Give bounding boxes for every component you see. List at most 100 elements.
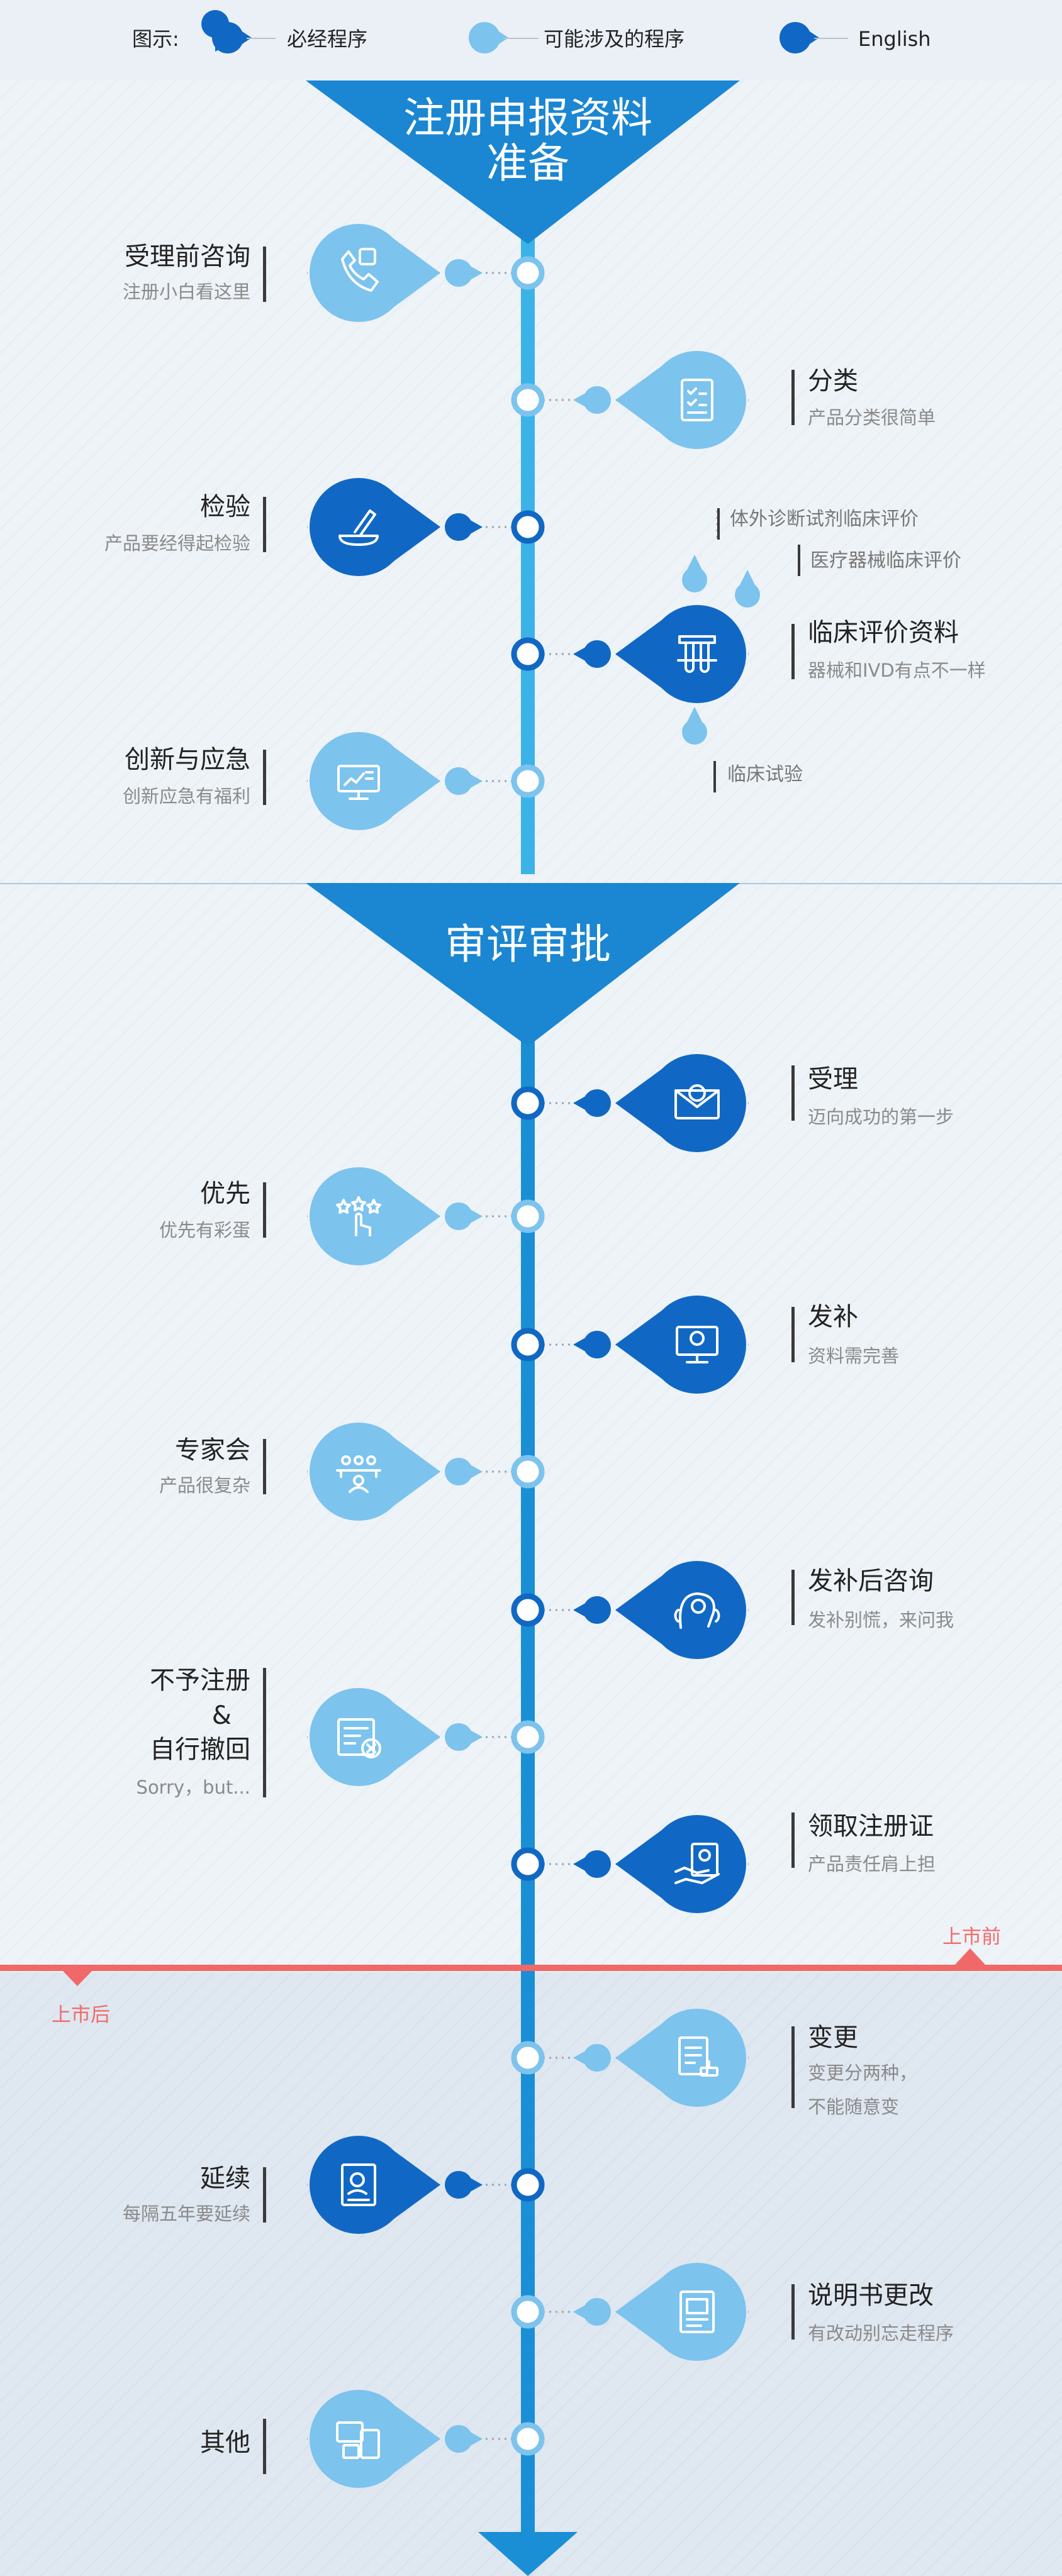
node-classify[interactable] xyxy=(511,351,749,449)
legend-optional-label: 可能涉及的程序 xyxy=(544,27,685,51)
step-classify-badge[interactable] xyxy=(615,351,746,449)
step-expert-badge[interactable] xyxy=(310,1423,440,1521)
connector-drop-icon xyxy=(445,2171,483,2199)
track-end-arrow xyxy=(478,2532,578,2576)
step-renew-subtitle: 每隔五年要延续 xyxy=(122,2203,250,2224)
step-other-title[interactable]: 其他 xyxy=(200,2428,250,2457)
step-other-badge[interactable] xyxy=(310,2390,440,2488)
step-inspect-title[interactable]: 检验 xyxy=(200,492,250,521)
node-other[interactable] xyxy=(307,2390,545,2488)
legend-required-label: 必经程序 xyxy=(287,27,368,51)
step-supplement-title[interactable]: 发补 xyxy=(808,1302,858,1331)
node-expert[interactable] xyxy=(307,1423,545,1521)
track-node-post-consult xyxy=(511,1593,545,1627)
step-change-title[interactable]: 变更 xyxy=(808,2023,858,2052)
step-supplement-bar xyxy=(791,1307,795,1362)
track-node-change xyxy=(511,2041,545,2075)
mail-check-icon xyxy=(674,1084,720,1119)
node-consult[interactable] xyxy=(307,224,545,322)
step-certificate-bar xyxy=(791,1813,795,1868)
step-innovate-badge[interactable] xyxy=(310,732,440,830)
step-change-subtitle-line2: 不能随意变 xyxy=(808,2096,900,2118)
step-manual-bar xyxy=(791,2284,795,2340)
step-change-badge[interactable] xyxy=(615,2009,746,2107)
form-reject-icon xyxy=(337,1718,381,1758)
connector-drop-icon xyxy=(573,1331,611,1358)
track-node-classify xyxy=(511,383,545,417)
step-other-bar xyxy=(263,2419,266,2474)
legend-dark-drop-icon xyxy=(201,10,252,53)
node-manual[interactable] xyxy=(511,2263,749,2361)
node-accept[interactable] xyxy=(511,1054,749,1152)
node-innovate[interactable] xyxy=(307,732,545,830)
step-certificate-badge[interactable] xyxy=(615,1815,746,1913)
sub-step-ivd-clinical[interactable]: 体外诊断试剂临床评价 xyxy=(730,508,919,530)
step-supplement-subtitle: 资料需完善 xyxy=(808,1345,900,1367)
connector-drop-icon xyxy=(445,1458,483,1485)
sub-step-clinical-trial[interactable]: 临床试验 xyxy=(727,763,803,786)
track-node-expert xyxy=(511,1455,545,1489)
step-post-consult-badge[interactable] xyxy=(615,1561,746,1659)
step-priority-title[interactable]: 优先 xyxy=(200,1179,250,1208)
section-title-prep: 注册申报资料 准备 xyxy=(352,96,704,186)
step-clinical-title[interactable]: 临床评价资料 xyxy=(808,618,959,647)
node-reject[interactable] xyxy=(307,1688,545,1786)
legend-line xyxy=(503,38,539,39)
monitor-award-icon xyxy=(676,1326,718,1363)
step-change-subtitle-line1: 变更分两种， xyxy=(808,2062,918,2084)
legend-english-link[interactable]: English xyxy=(858,27,931,51)
step-reject-badge[interactable] xyxy=(310,1688,440,1786)
node-supplement[interactable] xyxy=(511,1296,749,1394)
step-renew-title[interactable]: 延续 xyxy=(200,2164,250,2193)
connector-drop-icon xyxy=(573,1089,611,1117)
track-node-manual xyxy=(511,2295,545,2329)
step-innovate-bar xyxy=(263,750,266,805)
connector-drop-icon xyxy=(445,1202,483,1230)
node-post-consult[interactable] xyxy=(511,1561,749,1659)
step-expert-title[interactable]: 专家会 xyxy=(175,1436,250,1465)
node-priority[interactable] xyxy=(307,1167,545,1265)
connector-drop-icon xyxy=(573,2298,611,2326)
step-inspect-subtitle: 产品要经得起检验 xyxy=(104,533,250,554)
step-priority-badge[interactable] xyxy=(310,1167,440,1265)
section-title-prep-line2: 准备 xyxy=(486,139,569,187)
sub-step-device-clinical[interactable]: 医疗器械临床评价 xyxy=(810,550,961,572)
section-title-review: 审评审批 xyxy=(445,920,611,969)
step-post-consult-title[interactable]: 发补后咨询 xyxy=(808,1567,934,1596)
step-consult-bar xyxy=(263,247,266,302)
step-reject-title-line1[interactable]: 不予注册 xyxy=(150,1666,250,1695)
step-expert-bar xyxy=(263,1439,266,1494)
legend-light-drop-icon xyxy=(469,22,508,53)
step-consult-badge[interactable] xyxy=(310,224,440,322)
connector-drop-icon xyxy=(445,259,483,287)
step-innovate-title[interactable]: 创新与应急 xyxy=(125,745,250,774)
step-renew-badge[interactable] xyxy=(310,2136,440,2234)
step-reject-bar xyxy=(263,1668,266,1797)
node-certificate[interactable] xyxy=(511,1815,749,1913)
step-accept-badge[interactable] xyxy=(615,1054,746,1152)
headset-person-icon xyxy=(674,1592,720,1629)
node-clinical[interactable] xyxy=(511,605,749,703)
pre-market-pointer xyxy=(955,1948,985,1965)
step-manual-title[interactable]: 说明书更改 xyxy=(808,2281,934,2310)
step-consult-title[interactable]: 受理前咨询 xyxy=(125,242,250,271)
step-inspect-badge[interactable] xyxy=(310,478,440,576)
node-renew[interactable] xyxy=(307,2136,545,2234)
step-clinical-badge[interactable] xyxy=(615,605,746,703)
step-certificate-subtitle: 产品责任肩上担 xyxy=(808,1853,936,1875)
step-manual-badge[interactable] xyxy=(615,2263,746,2361)
step-reject-title-line3[interactable]: 自行撤回 xyxy=(150,1735,250,1764)
legend-prefix: 图示: xyxy=(132,27,179,51)
legend-english-drop-icon xyxy=(780,22,819,53)
node-inspect[interactable] xyxy=(307,478,545,576)
step-classify-title[interactable]: 分类 xyxy=(808,367,858,396)
track-node-reject xyxy=(511,1720,545,1754)
node-change[interactable] xyxy=(511,2009,749,2107)
track-node-inspect xyxy=(511,510,545,544)
step-supplement-badge[interactable] xyxy=(615,1296,746,1394)
step-certificate-title[interactable]: 领取注册证 xyxy=(808,1812,934,1841)
step-accept-subtitle: 迈向成功的第一步 xyxy=(808,1106,954,1128)
section-title-prep-line1: 注册申报资料 xyxy=(403,94,652,142)
connector-drop-icon xyxy=(573,2044,611,2072)
step-accept-title[interactable]: 受理 xyxy=(808,1065,858,1094)
